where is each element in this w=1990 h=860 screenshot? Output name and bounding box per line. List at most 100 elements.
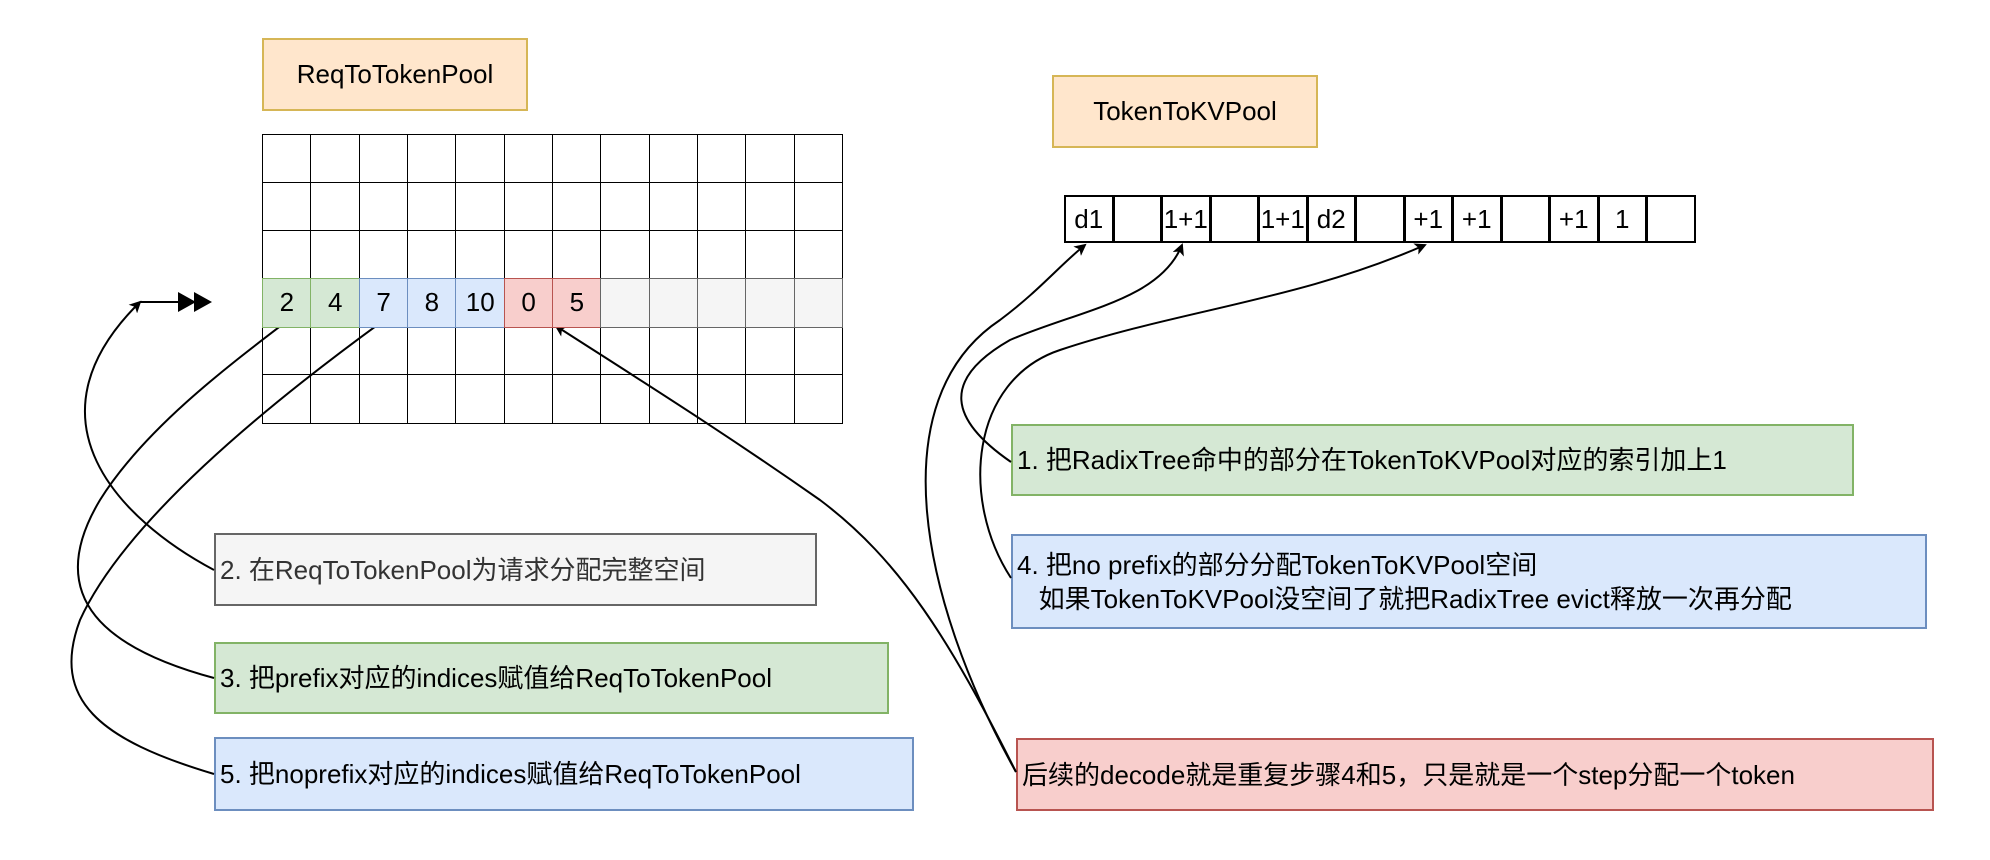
req-pool-index-cell: [697, 278, 747, 328]
kv-pool-cell-value: +1: [1558, 203, 1589, 234]
kv-pool-cell: [1500, 195, 1550, 243]
req-pool-empty-cell: [310, 374, 361, 424]
req-pool-index-value: 10: [465, 287, 495, 318]
kv-pool-cell-value: d2: [1316, 203, 1346, 234]
kv-pool-cell-value: d1: [1074, 203, 1104, 234]
kv-pool-cell: +1: [1549, 195, 1599, 243]
req-pool-empty-cell: [503, 326, 554, 376]
req-pool-empty-cell: [600, 374, 651, 424]
req-pool-empty-cell: [358, 134, 409, 184]
row-pointer-double-arrow-icon: [178, 292, 212, 312]
req-pool-index-cell: 2: [262, 278, 312, 328]
req-pool-index-cell: [648, 278, 699, 328]
req-pool-empty-cell: [697, 374, 747, 424]
req-pool-empty-cell: [745, 134, 796, 184]
req-pool-index-cell: 5: [552, 278, 602, 328]
req-pool-empty-cell: [262, 326, 312, 376]
req-pool-empty-cell: [745, 230, 796, 280]
req-pool-empty-cell: [552, 182, 602, 232]
req-pool-empty-cell: [793, 374, 844, 424]
req-pool-empty-cell: [503, 134, 554, 184]
req-pool-empty-cell: [745, 182, 796, 232]
req-pool-empty-cell: [503, 230, 554, 280]
req-pool-empty-cell: [503, 374, 554, 424]
step-5-note: 5. 把noprefix对应的indices赋值给ReqToTokenPool: [214, 737, 914, 811]
req-pool-empty-cell: [407, 374, 457, 424]
req-pool-empty-cell: [358, 182, 409, 232]
step-4-text-line-1: 4. 把no prefix的部分分配TokenToKVPool空间: [1017, 549, 1538, 580]
req-pool-empty-cell: [310, 182, 361, 232]
decode-text: 后续的decode就是重复步骤4和5，只是就是一个step分配一个token: [1022, 759, 1795, 790]
req-pool-empty-cell: [503, 182, 554, 232]
req-pool-index-cell: 10: [455, 278, 506, 328]
kv-pool-cell: d2: [1306, 195, 1356, 243]
kv-pool-cell-value: +1: [1461, 203, 1492, 234]
req-pool-empty-cell: [697, 134, 747, 184]
kv-pool-cell: [1112, 195, 1162, 243]
req-pool-empty-cell: [697, 230, 747, 280]
req-pool-empty-cell: [648, 230, 699, 280]
req-pool-empty-cell: [407, 326, 457, 376]
req-pool-empty-cell: [310, 230, 361, 280]
kv-pool-cell: 1: [1597, 195, 1647, 243]
step-3-text: 3. 把prefix对应的indices赋值给ReqToTokenPool: [220, 663, 772, 693]
req-pool-empty-cell: [648, 326, 699, 376]
req-pool-index-cell: [793, 278, 844, 328]
req-pool-empty-cell: [745, 326, 796, 376]
kv-pool-cell: [1646, 195, 1696, 243]
req-pool-index-value: 4: [328, 287, 343, 318]
req-pool-empty-cell: [552, 134, 602, 184]
kv-pool-cell-value: 1: [1615, 203, 1630, 234]
req-pool-index-cell: 0: [503, 278, 554, 328]
req-pool-empty-cell: [262, 230, 312, 280]
kv-pool-cell-value: 1+1: [1260, 203, 1305, 234]
kv-pool-cell: +1: [1452, 195, 1502, 243]
req-to-token-pool-title-text: ReqToTokenPool: [296, 59, 494, 89]
req-pool-empty-cell: [793, 326, 844, 376]
req-pool-index-cell: 4: [310, 278, 361, 328]
req-pool-empty-cell: [793, 230, 844, 280]
kv-pool-cell-value: +1: [1413, 203, 1444, 234]
req-pool-empty-cell: [262, 182, 312, 232]
req-pool-empty-cell: [310, 326, 361, 376]
req-pool-empty-cell: [455, 374, 506, 424]
step-3-note: 3. 把prefix对应的indices赋值给ReqToTokenPool: [214, 642, 889, 714]
req-pool-index-cell: 7: [358, 278, 409, 328]
req-pool-empty-cell: [648, 182, 699, 232]
arrow-step4-to-kv-alloc: [979, 243, 1427, 579]
req-pool-empty-cell: [455, 182, 506, 232]
req-pool-empty-cell: [262, 374, 312, 424]
step-4-note: 4. 把no prefix的部分分配TokenToKVPool空间 如果Toke…: [1011, 534, 1927, 629]
req-pool-empty-cell: [697, 326, 747, 376]
req-pool-index-value: 8: [424, 287, 440, 318]
req-pool-empty-cell: [793, 182, 844, 232]
req-to-token-pool-title: ReqToTokenPool: [262, 38, 528, 111]
req-pool-index-value: 7: [376, 287, 391, 318]
req-pool-empty-cell: [552, 374, 602, 424]
step-2-note: 2. 在ReqToTokenPool为请求分配完整空间: [214, 533, 817, 606]
arrow-decode-to-kv-d1: [924, 243, 1087, 773]
req-pool-empty-cell: [745, 374, 796, 424]
req-pool-empty-cell: [358, 374, 409, 424]
req-pool-index-cell: 8: [407, 278, 457, 328]
req-pool-empty-cell: [552, 326, 602, 376]
req-pool-empty-cell: [600, 182, 651, 232]
req-pool-empty-cell: [407, 134, 457, 184]
req-pool-index-value: 2: [279, 287, 295, 318]
req-pool-empty-cell: [455, 230, 506, 280]
kv-pool-cell: +1: [1403, 195, 1453, 243]
token-to-kv-pool-title-text: TokenToKVPool: [1093, 96, 1277, 126]
decode-note: 后续的decode就是重复步骤4和5，只是就是一个step分配一个token: [1016, 738, 1934, 811]
req-pool-empty-cell: [358, 326, 409, 376]
req-pool-empty-cell: [600, 134, 651, 184]
step-4-text-line-2: 如果TokenToKVPool没空间了就把RadixTree evict释放一次…: [1017, 583, 1792, 614]
req-pool-empty-cell: [600, 326, 651, 376]
kv-pool-cell: [1209, 195, 1259, 243]
req-pool-empty-cell: [407, 230, 457, 280]
req-pool-empty-cell: [600, 230, 651, 280]
arrow-step2-to-row: [83, 300, 215, 571]
step-5-text: 5. 把noprefix对应的indices赋值给ReqToTokenPool: [220, 759, 801, 789]
req-pool-empty-cell: [793, 134, 844, 184]
kv-pool-cell-value: 1+1: [1163, 203, 1208, 234]
